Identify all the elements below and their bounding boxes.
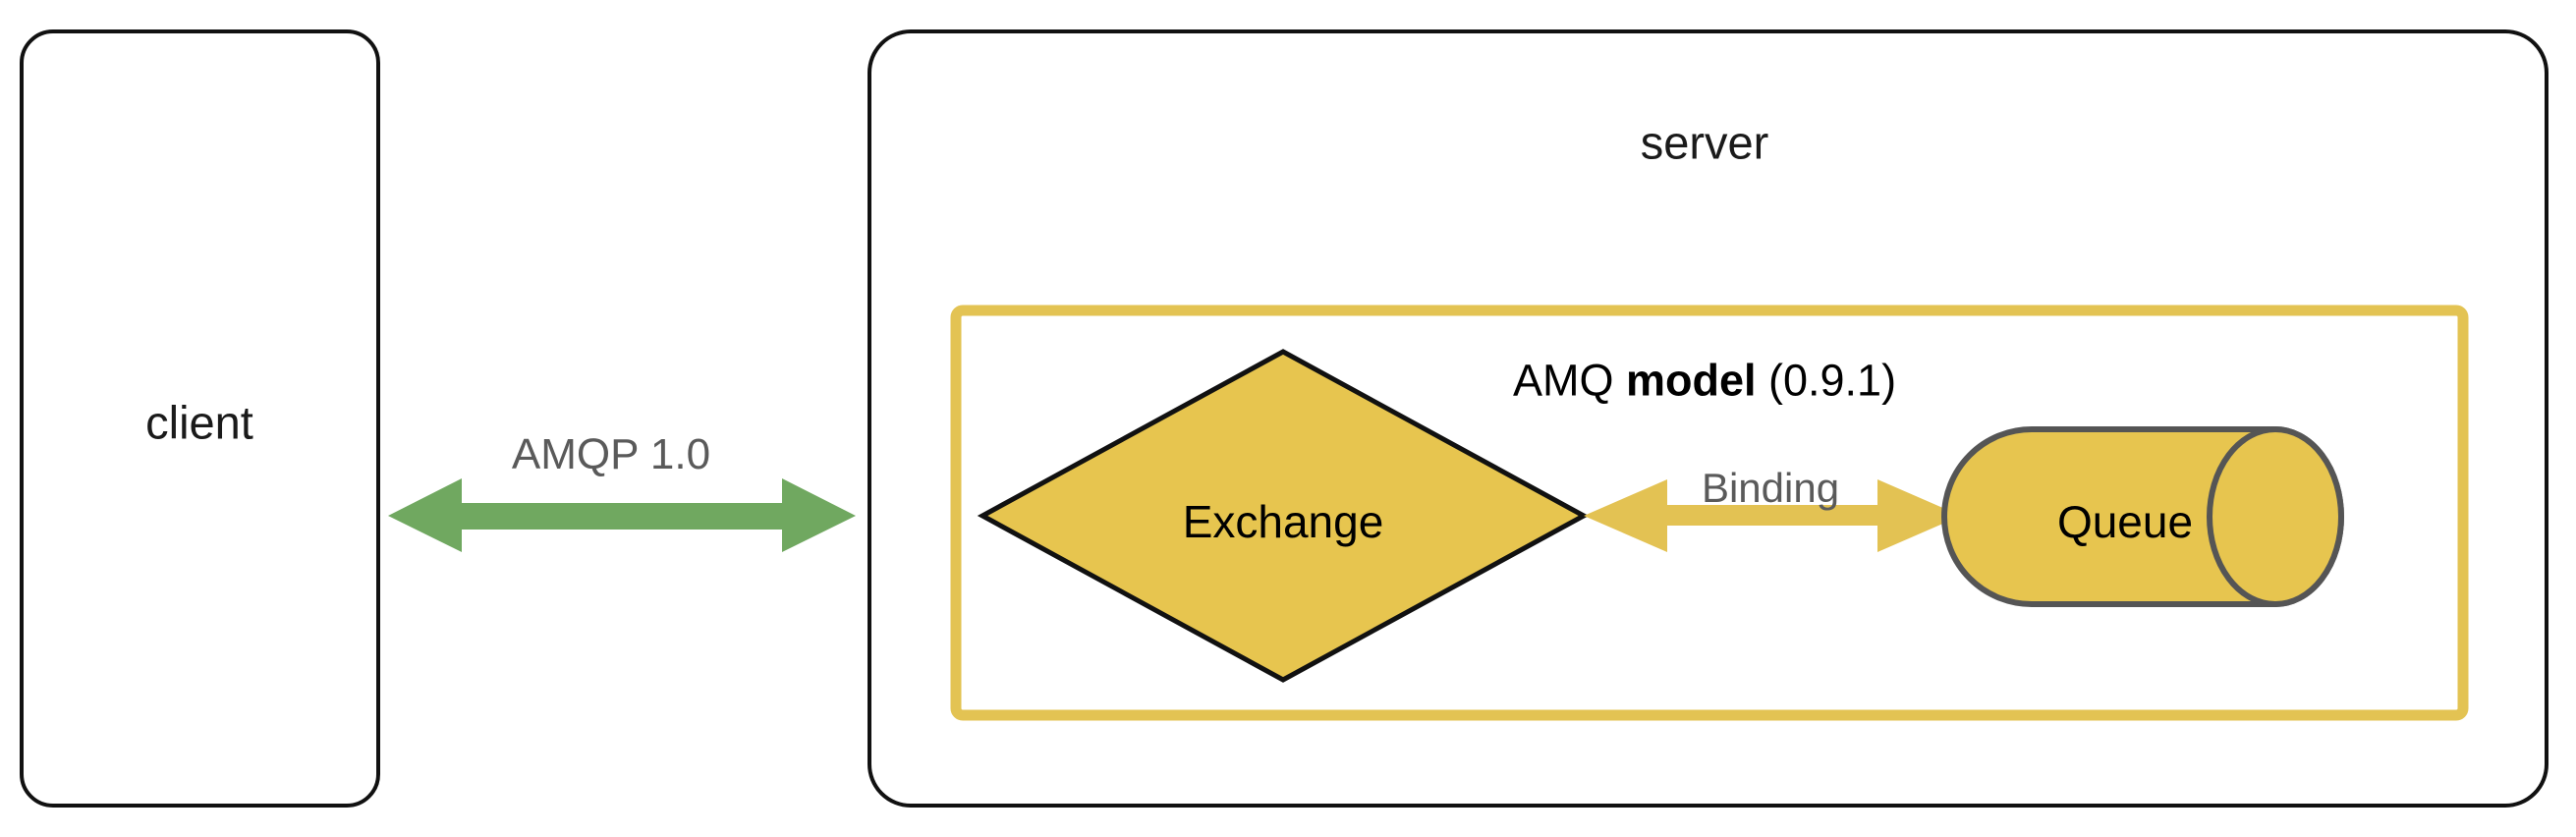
amq-model-label-suffix: (0.9.1) [1756, 355, 1897, 406]
client-box[interactable] [20, 29, 380, 808]
amq-model-label: AMQ model (0.9.1) [1513, 359, 1896, 403]
queue-label: Queue [2056, 496, 2194, 547]
binding-arrow-icon [1584, 479, 1961, 552]
binding-label: Binding [1701, 465, 1840, 511]
amq-model-label-bold: model [1625, 355, 1757, 406]
amqp-arrow-icon [388, 478, 856, 552]
amq-model-label-prefix: AMQ [1512, 355, 1626, 406]
exchange-diamond[interactable] [977, 349, 1590, 683]
exchange-label: Exchange [1182, 496, 1384, 547]
amqp-protocol-label: AMQP 1.0 [511, 430, 711, 478]
queue-cylinder[interactable] [1941, 426, 2344, 607]
client-label: client [145, 396, 253, 449]
server-label: server [1640, 116, 1769, 169]
